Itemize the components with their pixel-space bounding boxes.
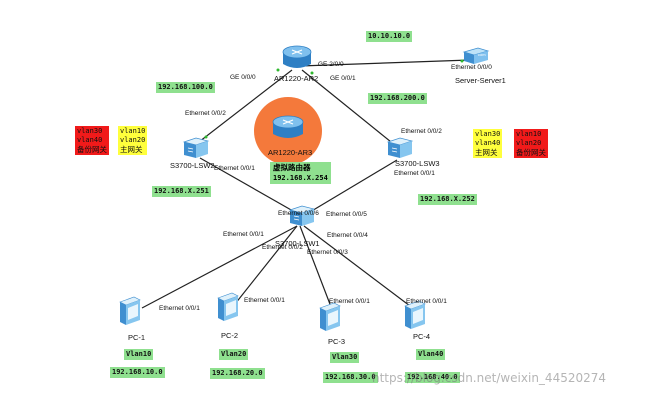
lsw2-main-gateway-box: vlan10 vlan20 主网关 <box>118 126 148 155</box>
pc1-name: PC-1 <box>128 333 145 342</box>
net-label: 192.168.30.0 <box>323 372 378 383</box>
lsw2-switch-icon[interactable] <box>182 137 210 158</box>
virtual-router-title: 虚拟路由器 <box>273 163 311 172</box>
server-name: Server-Server1 <box>455 76 506 85</box>
pc2-icon[interactable] <box>217 292 239 321</box>
lsw1-name: S3700-LSW1 <box>275 239 320 248</box>
vlan-item: vlan10 <box>120 127 146 135</box>
gateway-role: 备份网关 <box>516 148 546 157</box>
port-label: Ethernet 0/0/1 <box>394 170 435 177</box>
vlan-label: Vlan40 <box>416 349 446 360</box>
pc4-icon[interactable] <box>404 300 426 329</box>
port-label: Ethernet 0/0/1 <box>214 165 255 172</box>
pc3-name: PC-3 <box>328 337 345 346</box>
vlan-item: vlan30 <box>475 130 501 138</box>
net-label: 192.168.200.0 <box>368 93 427 104</box>
link-lsw1-pc2 <box>234 225 298 305</box>
port-label: Ethernet 0/0/1 <box>244 297 285 304</box>
gateway-role: 主网关 <box>475 148 498 157</box>
net-label: 192.168.X.252 <box>418 194 477 205</box>
net-label: 192.168.100.0 <box>156 82 215 93</box>
port-label: Ethernet 0/0/0 <box>451 64 492 71</box>
lsw3-switch-icon[interactable] <box>386 137 414 158</box>
server-icon[interactable]: com <box>462 47 490 64</box>
net-label: 10.10.10.0 <box>366 31 413 42</box>
port-label: Ethernet 0/0/2 <box>185 110 226 117</box>
port-label: Ethernet 0/0/1 <box>159 305 200 312</box>
pc2-name: PC-2 <box>221 331 238 340</box>
gateway-role: 主网关 <box>120 145 143 154</box>
pc3-icon[interactable] <box>319 302 341 331</box>
gateway-role: 备份网关 <box>77 145 107 154</box>
vlan-item: vlan30 <box>77 127 103 135</box>
link-lsw1-pc3 <box>299 225 334 313</box>
link-lsw1-pc1 <box>141 225 298 309</box>
vlan-item: vlan10 <box>516 130 542 138</box>
port-labels: GE 0/0/0 GE 2/0/0 GE 0/0/1 Ethernet 0/0/… <box>159 61 492 312</box>
ar2-name: AR1220-AR2 <box>274 74 318 83</box>
vlan-label: Vlan10 <box>124 349 154 360</box>
port-label: Ethernet 0/0/1 <box>329 298 370 305</box>
link-ar2-lsw2 <box>194 69 293 146</box>
svg-text:com: com <box>478 52 486 57</box>
port-label: GE 0/0/0 <box>230 74 256 81</box>
net-label: 192.168.40.0 <box>405 372 460 383</box>
port-label: Ethernet 0/0/5 <box>326 211 367 218</box>
net-label: 192.168.20.0 <box>210 368 265 379</box>
lsw3-name: S3700-LSW3 <box>395 159 440 168</box>
port-label: Ethernet 0/0/2 <box>401 128 442 135</box>
vlan-label: Vlan30 <box>330 352 360 363</box>
lsw3-backup-gateway-box: vlan10 vlan20 备份网关 <box>514 129 548 158</box>
port-label: Ethernet 0/0/1 <box>223 231 264 238</box>
net-label: 192.168.10.0 <box>110 367 165 378</box>
pc4-name: PC-4 <box>413 332 430 341</box>
watermark: https://blog.csdn.net/weixin_44520274 <box>372 371 607 385</box>
vlan-item: vlan40 <box>475 139 501 147</box>
net-label: 192.168.X.251 <box>152 186 211 197</box>
virtual-router-ip: 192.168.X.254 <box>273 174 328 182</box>
link-ar2-server <box>299 59 471 67</box>
port-label: Ethernet 0/0/4 <box>327 232 368 239</box>
lsw1-switch-icon[interactable] <box>288 205 316 226</box>
port-label: Ethernet 0/0/6 <box>278 210 319 217</box>
port-label: GE 2/0/0 <box>318 61 344 68</box>
ar3-name: AR1220-AR3 <box>268 148 312 157</box>
links <box>141 59 471 313</box>
link-lsw3-lsw1 <box>304 159 398 216</box>
link-ar2-lsw3 <box>301 69 397 147</box>
link-lsw1-pc4 <box>303 225 419 313</box>
port-label: Ethernet 0/0/2 <box>262 244 303 251</box>
lsw2-name: S3700-LSW2 <box>170 161 215 170</box>
vlan-item: vlan20 <box>120 136 146 144</box>
port-label: Ethernet 0/0/1 <box>406 298 447 305</box>
virtual-router-icon[interactable] <box>254 97 322 165</box>
lsw2-backup-gateway-box: vlan30 vlan40 备份网关 <box>75 126 109 155</box>
pc1-icon[interactable] <box>119 296 141 325</box>
port-label: GE 0/0/1 <box>330 75 356 82</box>
vlan-item: vlan20 <box>516 139 542 147</box>
virtual-router-label: 虚拟路由器 192.168.X.254 <box>270 162 331 184</box>
port-label: Ethernet 0/0/3 <box>307 249 348 256</box>
vlan-label: Vlan20 <box>219 349 249 360</box>
link-lsw2-lsw1 <box>199 157 301 216</box>
lsw3-main-gateway-box: vlan30 vlan40 主网关 <box>473 129 503 158</box>
ar2-router-icon[interactable] <box>282 45 312 68</box>
vlan-item: vlan40 <box>77 136 103 144</box>
